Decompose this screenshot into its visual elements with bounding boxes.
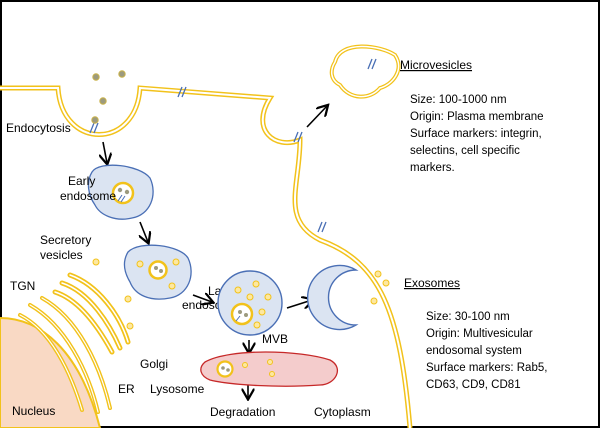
early-endosome (87, 164, 154, 220)
mvb-fusing-with-membrane (307, 264, 359, 331)
degradation-label: Degradation (210, 405, 275, 419)
exosomes-info: Exosomes Size: 30-100 nm Origin: Multive… (404, 276, 547, 391)
plasma-membrane (0, 85, 413, 428)
exosomes-origin-1: Origin: Multivesicular (426, 328, 533, 340)
secretory-vesicles-label-1: Secretory (40, 233, 91, 247)
lysosome (200, 351, 339, 387)
exosomes-title: Exosomes (404, 276, 460, 290)
early-endosome-label-2: endosome (60, 189, 116, 203)
tgn-label: TGN (10, 279, 35, 293)
exosomes-markers-2: CD63, CD9, CD81 (426, 379, 521, 391)
microvesicles-markers-2: selectins, cell specific (410, 145, 520, 157)
microvesicles-markers-3: markers. (410, 162, 455, 174)
cargo-particles (91, 70, 126, 124)
late-endosome (123, 244, 192, 300)
multivesicular-body (217, 270, 283, 336)
microvesicles-title: Microvesicles (400, 58, 472, 72)
membrane-marker-group (89, 58, 377, 233)
secretory-vesicles-label-2: vesicles (40, 248, 83, 262)
cytoplasm-label: Cytoplasm (314, 405, 371, 419)
secretory-vesicles (92, 258, 134, 330)
mvb-label: MVB (262, 332, 288, 346)
lysosome-label: Lysosome (150, 382, 205, 396)
microvesicles-info: Microvesicles Size: 100-1000 nm Origin: … (400, 58, 544, 174)
nucleus-label: Nucleus (12, 404, 55, 418)
released-exosomes (370, 270, 390, 305)
microvesicles-markers-1: Surface markers: integrin, (410, 128, 542, 140)
exosomes-origin-2: endosomal system (426, 345, 522, 357)
microvesicles-origin: Origin: Plasma membrane (410, 111, 544, 123)
exosomes-markers-1: Surface markers: Rab5, (426, 362, 547, 374)
er-label: ER (118, 382, 135, 396)
exosomes-size: Size: 30-100 nm (426, 311, 510, 323)
early-endosome-label-1: Early (68, 174, 95, 188)
endocytosis-label: Endocytosis (6, 121, 71, 135)
golgi-label: Golgi (140, 357, 168, 371)
microvesicles-size: Size: 100-1000 nm (410, 94, 507, 106)
